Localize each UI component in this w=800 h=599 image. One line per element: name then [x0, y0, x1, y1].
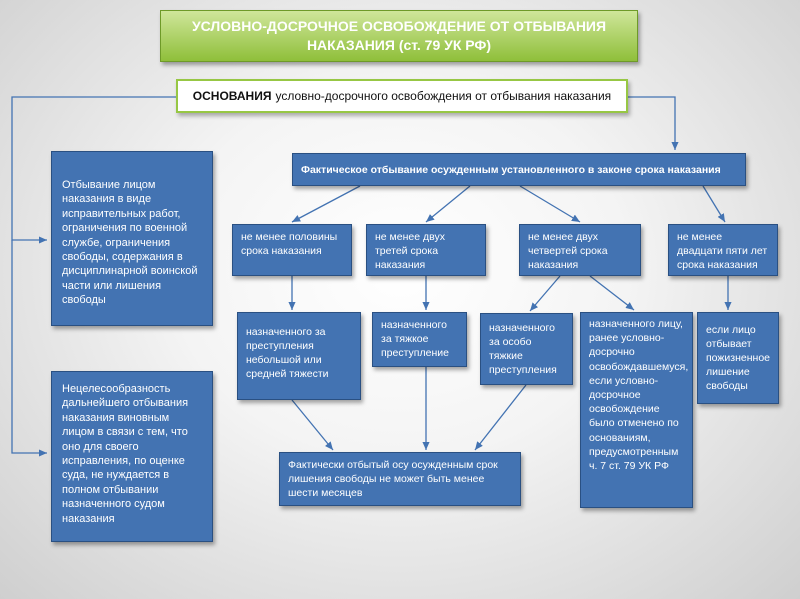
left-ground-box-1: Отбывание лицом наказания в виде исправи… [51, 151, 213, 326]
connector-term-4 [702, 185, 726, 223]
grounds-header: ОСНОВАНИЯ условно-досрочного освобождени… [176, 79, 628, 113]
main-ground-text: Фактическое отбывание осужденным установ… [301, 163, 721, 176]
left-ground-box-2: Нецелесообразность дальнейшего отбывания… [51, 371, 213, 542]
title-line-1: УСЛОВНО-ДОСРОЧНОЕ ОСВОБОЖДЕНИЕ ОТ ОТБЫВА… [191, 18, 607, 34]
connector-term-3 [519, 185, 581, 223]
condition-box-life: если лицо отбывает пожизненное лишение с… [697, 312, 779, 404]
connector-right [624, 96, 679, 150]
condition-box-minor: назначенного за преступления небольшой и… [237, 312, 361, 400]
term-text-two-quarters: не менее двух четвертей срока наказания [528, 231, 608, 271]
condition-text-grave: назначенного за тяжкое преступление [381, 319, 449, 359]
condition-box-grave: назначенного за тяжкое преступление [372, 312, 467, 367]
main-ground-box: Фактическое отбывание осужденным установ… [292, 153, 746, 186]
condition-box-especially-grave: назначенного за особо тяжкие преступлени… [480, 313, 573, 385]
connector-left-spine [11, 96, 176, 244]
term-box-two-quarters: не менее двух четвертей срока наказания [519, 224, 641, 276]
condition-text-life: если лицо отбывает пожизненное лишение с… [706, 324, 771, 392]
left-ground-text-2: Нецелесообразность дальнейшего отбывания… [62, 383, 189, 525]
condition-text-repeat: назначенного лицу, ранее условно-досрочн… [589, 318, 689, 473]
condition-box-repeat: назначенного лицу, ранее условно-досрочн… [580, 312, 693, 508]
term-text-half: не менее половины срока наказания [241, 231, 338, 257]
term-text-twenty-five-years: не менее двадцати пяти лет срока наказан… [677, 231, 768, 271]
connector-cond-3 [529, 275, 561, 312]
diagram-title: УСЛОВНО-ДОСРОЧНОЕ ОСВОБОЖДЕНИЕ ОТ ОТБЫВА… [160, 10, 638, 62]
minimum-term-box: Фактически отбытый осу осужденным срок л… [279, 452, 521, 506]
connector-cond-4 [589, 275, 635, 311]
title-line-2: НАКАЗАНИЯ (ст. 79 УК РФ) [306, 37, 492, 53]
minimum-term-text: Фактически отбытый осу осужденным срок л… [288, 459, 498, 499]
connector-bottom-3 [474, 384, 527, 451]
term-box-half: не менее половины срока наказания [232, 224, 352, 276]
condition-text-especially-grave: назначенного за особо тяжкие преступлени… [489, 322, 557, 376]
connector-term-1 [291, 185, 361, 223]
connector-left-spine-2 [11, 240, 47, 457]
grounds-header-rest: условно-досрочного освобождения от отбыв… [275, 89, 612, 103]
term-box-twenty-five-years: не менее двадцати пяти лет срока наказан… [668, 224, 778, 276]
connector-term-2 [425, 185, 471, 223]
connector-bottom-1 [291, 399, 334, 451]
grounds-header-bold: ОСНОВАНИЯ [192, 89, 272, 103]
term-text-two-thirds: не менее двух третей срока наказания [375, 231, 445, 271]
left-ground-text-1: Отбывание лицом наказания в виде исправи… [62, 179, 198, 307]
condition-text-minor: назначенного за преступления небольшой и… [246, 326, 329, 380]
term-box-two-thirds: не менее двух третей срока наказания [366, 224, 486, 276]
